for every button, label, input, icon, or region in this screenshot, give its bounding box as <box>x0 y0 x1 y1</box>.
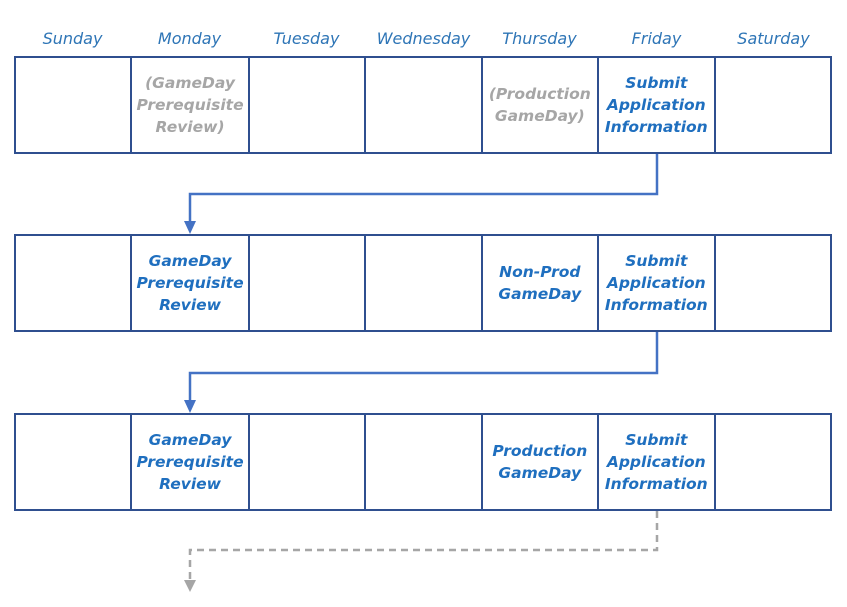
day-header-thursday: Thursday <box>502 29 577 48</box>
connector-week3-to-next-dashed <box>188 511 659 579</box>
week-3-thursday-cell: Production GameDay <box>483 415 600 509</box>
connector-week2-to-week3 <box>188 332 659 401</box>
week-1-wednesday-cell <box>366 58 483 152</box>
week-row-3: GameDay Prerequisite Review Production G… <box>14 413 832 511</box>
week-2-thursday-cell: Non-Prod GameDay <box>483 236 600 330</box>
week-3-friday-cell: Submit Application Information <box>599 415 716 509</box>
week-2-wednesday-cell <box>366 236 483 330</box>
week-2-friday-cell: Submit Application Information <box>599 236 716 330</box>
week-3-tuesday-cell <box>250 415 367 509</box>
day-header-tuesday: Tuesday <box>273 29 340 48</box>
week-2-sunday-cell <box>16 236 133 330</box>
day-header-sunday: Sunday <box>42 29 103 48</box>
week-3-monday-cell: GameDay Prerequisite Review <box>132 415 250 509</box>
week-1-monday-cell: (GameDay Prerequisite Review) <box>132 58 250 152</box>
week-1-thursday-cell: (Production GameDay) <box>483 58 600 152</box>
day-header-saturday: Saturday <box>737 29 810 48</box>
week-1-sunday-cell <box>16 58 133 152</box>
week-1-tuesday-cell <box>250 58 367 152</box>
week-2-tuesday-cell <box>250 236 367 330</box>
week-1-friday-cell: Submit Application Information <box>599 58 716 152</box>
week-3-sunday-cell <box>16 415 133 509</box>
day-header-friday: Friday <box>631 29 682 48</box>
week-row-1: (GameDay Prerequisite Review) (Productio… <box>14 56 832 154</box>
connector-week1-to-week2 <box>188 154 659 222</box>
week-3-wednesday-cell <box>366 415 483 509</box>
arrowhead-week3 <box>184 400 196 413</box>
arrowhead-week2 <box>184 221 196 234</box>
week-2-monday-cell: GameDay Prerequisite Review <box>132 236 250 330</box>
day-header-wednesday: Wednesday <box>376 29 471 48</box>
arrowhead-next-dashed <box>184 580 196 592</box>
day-header-monday: Monday <box>157 29 222 48</box>
week-row-2: GameDay Prerequisite Review Non-Prod Gam… <box>14 234 832 332</box>
